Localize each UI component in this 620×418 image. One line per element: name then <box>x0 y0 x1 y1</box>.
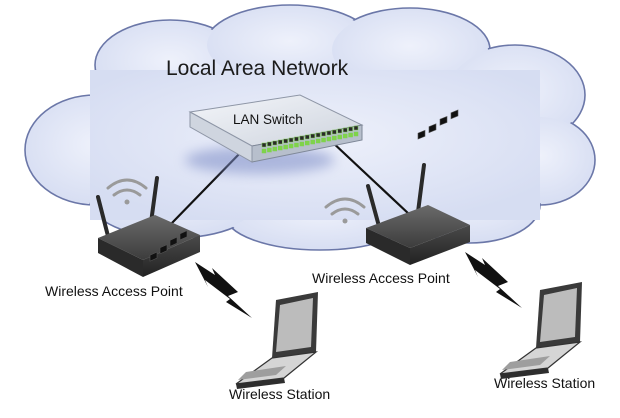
switch-ports <box>261 125 359 154</box>
switch-port <box>353 125 359 131</box>
switch-port <box>332 135 337 141</box>
cable-to-right-ap <box>329 139 411 216</box>
wireless-link-bolt-right <box>465 252 522 308</box>
switch-port <box>267 141 272 147</box>
switch-port <box>326 136 332 142</box>
switch-port <box>277 145 283 151</box>
switch-port <box>261 142 267 148</box>
switch-port <box>348 132 353 138</box>
wireless-access-point-left <box>96 176 200 277</box>
switch-port <box>294 142 299 148</box>
switch-port <box>337 128 343 134</box>
switch-port <box>353 131 359 137</box>
switch-port <box>342 133 348 139</box>
switch-port <box>272 140 278 146</box>
switch-label: LAN Switch <box>233 112 303 127</box>
switch-port <box>315 132 321 138</box>
switch-port <box>342 127 348 133</box>
switch-port <box>261 148 267 154</box>
switch-port <box>310 133 315 139</box>
lan-switch <box>185 94 364 174</box>
station-right-label: Wireless Station <box>494 375 596 391</box>
switch-port <box>332 129 337 135</box>
switch-port <box>305 134 310 140</box>
switch-port <box>283 138 288 144</box>
switch-port <box>299 141 305 147</box>
switch-port <box>348 126 353 132</box>
switch-port <box>321 131 326 137</box>
wifi-icon-left <box>106 178 148 205</box>
switch-port <box>283 144 288 150</box>
switch-port <box>288 143 294 149</box>
wifi-icon-right <box>324 197 366 224</box>
switch-port <box>326 130 332 136</box>
switch-port <box>294 136 299 142</box>
switch-port <box>267 147 272 153</box>
laptop-left <box>235 292 319 389</box>
access-point-left-label: Wireless Access Point <box>45 283 183 299</box>
switch-port <box>288 137 294 143</box>
station-left-label: Wireless Station <box>229 386 331 402</box>
switch-port <box>321 137 326 143</box>
switch-port <box>337 134 343 140</box>
switch-port <box>315 138 321 144</box>
wireless-access-point-right <box>366 109 470 265</box>
access-point-right-label: Wireless Access Point <box>312 270 450 286</box>
switch-port <box>277 139 283 145</box>
network-title: Local Area Network <box>166 57 349 80</box>
switch-port <box>272 146 278 152</box>
wireless-link-bolt-left <box>195 262 252 318</box>
switch-port <box>310 139 315 145</box>
switch-port <box>299 135 305 141</box>
switch-port <box>305 140 310 146</box>
laptop-right <box>499 282 583 379</box>
